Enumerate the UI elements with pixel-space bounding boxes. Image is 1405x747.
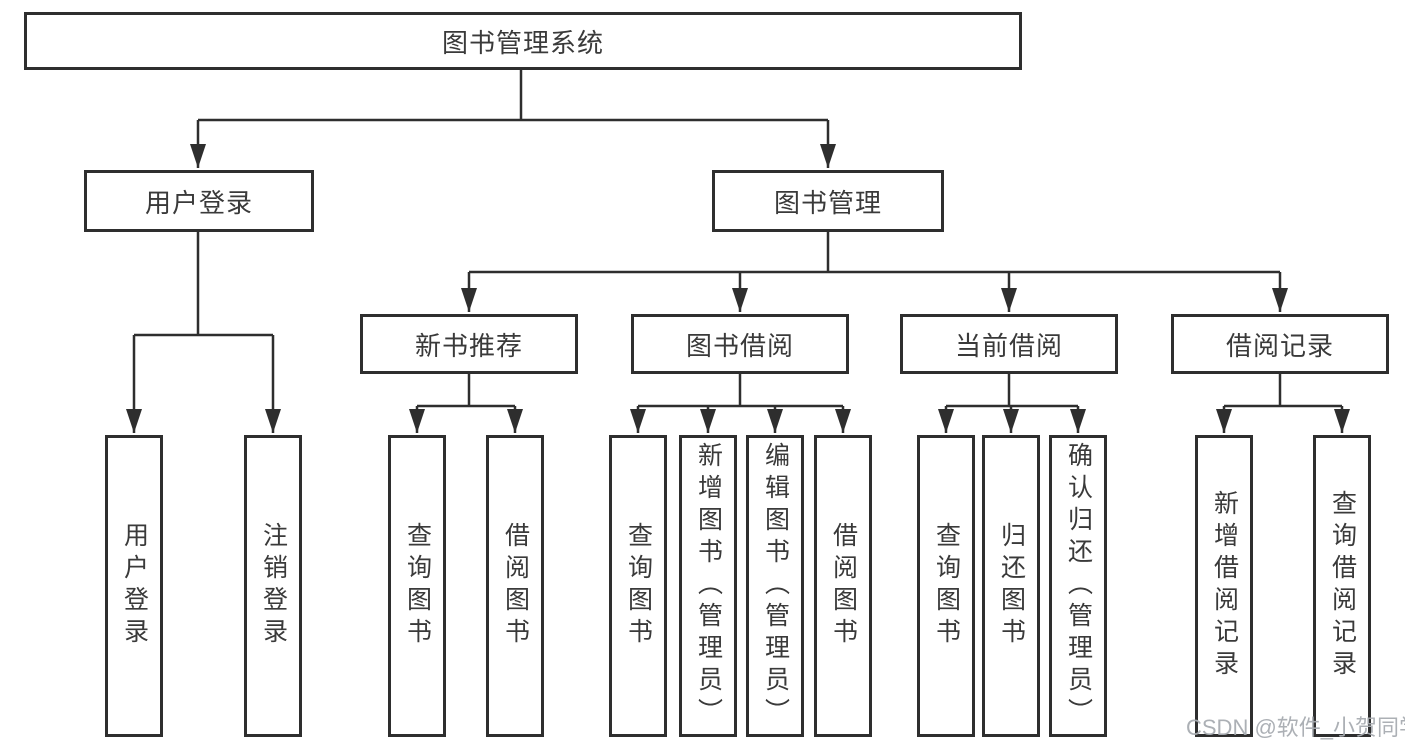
node-current-borrow: 当前借阅 (900, 314, 1118, 374)
leaf-user-login: 用户登录 (105, 435, 163, 737)
leaf-label: 确认归还（管理员） (1064, 442, 1093, 730)
leaf-current-query-book: 查询图书 (917, 435, 975, 737)
leaf-borrow-borrow-book: 借阅图书 (814, 435, 872, 737)
node-label: 用户登录 (144, 187, 253, 218)
csdn-watermark: CSDN @软件_小贺同学 (1186, 715, 1405, 740)
leaf-current-confirm-return-admin: 确认归还（管理员） (1049, 435, 1107, 737)
leaf-logout-login: 注销登录 (244, 435, 302, 737)
leaf-label: 查询借阅记录 (1328, 490, 1357, 682)
leaf-label: 新增图书（管理员） (694, 442, 723, 730)
leaf-label: 归还图书 (997, 522, 1026, 650)
leaf-newbook-query-book: 查询图书 (388, 435, 446, 737)
leaf-newbook-borrow-book: 借阅图书 (486, 435, 544, 737)
leaf-label: 新增借阅记录 (1210, 490, 1239, 682)
leaf-borrow-edit-book-admin: 编辑图书（管理员） (746, 435, 804, 737)
node-label: 图书管理系统 (441, 27, 604, 58)
node-label: 图书管理 (773, 187, 882, 218)
node-user-login: 用户登录 (84, 170, 314, 232)
node-new-book-recommend: 新书推荐 (360, 314, 578, 374)
leaf-current-return-book: 归还图书 (982, 435, 1040, 737)
leaf-borrow-query-book: 查询图书 (609, 435, 667, 737)
leaf-label: 用户登录 (120, 522, 149, 650)
leaf-label: 编辑图书（管理员） (761, 442, 790, 730)
node-borrow-records: 借阅记录 (1171, 314, 1389, 374)
node-label: 当前借阅 (954, 330, 1063, 361)
leaf-records-add-record: 新增借阅记录 (1195, 435, 1253, 737)
node-label: 借阅记录 (1225, 330, 1334, 361)
leaf-label: 查询图书 (932, 522, 961, 650)
leaf-label: 查询图书 (403, 522, 432, 650)
node-root-system: 图书管理系统 (24, 12, 1022, 70)
node-book-management: 图书管理 (712, 170, 944, 232)
leaf-label: 查询图书 (624, 522, 653, 650)
leaf-label: 注销登录 (259, 522, 288, 650)
leaf-label: 借阅图书 (829, 522, 858, 650)
leaf-label: 借阅图书 (501, 522, 530, 650)
node-label: 新书推荐 (414, 330, 523, 361)
node-label: 图书借阅 (685, 330, 794, 361)
leaf-records-query-record: 查询借阅记录 (1313, 435, 1371, 737)
node-book-borrow: 图书借阅 (631, 314, 849, 374)
leaf-borrow-add-book-admin: 新增图书（管理员） (679, 435, 737, 737)
